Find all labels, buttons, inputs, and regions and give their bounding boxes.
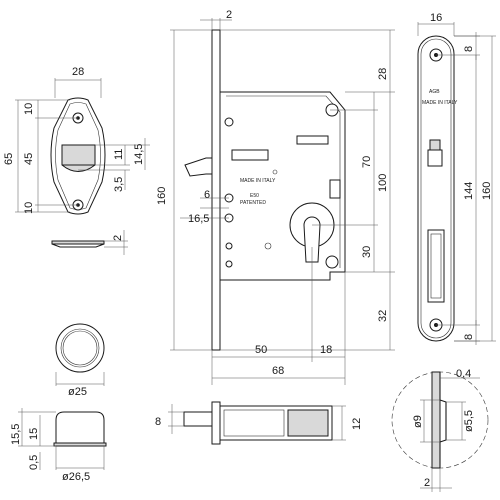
- plate-width-dim: 28: [72, 66, 84, 78]
- detail-diameter-dim: ø9: [412, 415, 424, 428]
- plate-slot-height-dim: 11: [113, 149, 125, 160]
- cap-base-dim: 0,5: [28, 455, 40, 470]
- faceplate-height-dim: 160: [481, 182, 493, 200]
- bolt-view: 8 12: [155, 401, 363, 445]
- faceplate-hole-bottom-dim: 8: [463, 334, 475, 340]
- cap-diameter-dim: ø26,5: [62, 471, 90, 483]
- faceplate-made-in-italy-mark: MADE IN ITALY: [422, 100, 458, 106]
- plate-slot-offset-dim: 3,5: [113, 177, 125, 192]
- bolt-height-left-dim: 8: [155, 416, 161, 428]
- cap-total-height-dim: 15,5: [10, 424, 22, 445]
- lock-spacing-30-dim: 30: [361, 246, 373, 258]
- lock-spacing-70-dim: 70: [361, 156, 373, 168]
- lock-width-18-dim: 18: [320, 344, 332, 356]
- faceplate-spacing-dim: 144: [463, 182, 475, 200]
- detail-view: 0,4 ø9 ø5,5 2: [391, 368, 489, 492]
- plate-top-edge-dim: 10: [23, 103, 35, 115]
- bolt-height-right-dim: 12: [351, 418, 363, 430]
- plate-thickness-dim: 2: [112, 235, 124, 241]
- faceplate-width-dim: 16: [430, 12, 442, 24]
- lock-plate-thickness-dim: 2: [226, 9, 232, 21]
- ring-view: ø25: [55, 323, 105, 398]
- lock-body-view: MADE IN ITALY E50 PATENTED 2 160 28 70 1…: [156, 9, 395, 385]
- lock-height-dim: 160: [156, 187, 168, 205]
- lock-width-68-dim: 68: [272, 365, 284, 377]
- faceplate-brand-mark: AGB: [429, 89, 440, 95]
- lock-e50-mark: E50: [250, 193, 259, 199]
- faceplate-view: AGB MADE IN ITALY 16 8 8 144 160: [417, 12, 496, 345]
- strike-plate-view: 28 65 10 45 10 11 14,5 3,5 2: [3, 66, 150, 255]
- plate-gap-dim: 45: [23, 153, 35, 165]
- ring-diameter-dim: ø25: [68, 386, 87, 398]
- lock-top-dim: 28: [377, 68, 389, 80]
- plate-slot-height2-dim: 14,5: [133, 144, 145, 165]
- faceplate-hole-top-dim: 8: [463, 46, 475, 52]
- plate-bottom-edge-dim: 10: [23, 202, 35, 214]
- detail-thickness-dim: 2: [424, 477, 430, 489]
- plate-height-dim: 65: [3, 153, 15, 165]
- lock-patented-mark: PATENTED: [240, 200, 266, 206]
- lock-bottom-dim: 32: [377, 310, 389, 322]
- detail-offset-dim: 0,4: [456, 368, 471, 380]
- detail-diameter-small-dim: ø5,5: [463, 410, 475, 432]
- cap-height-dim: 15: [28, 428, 40, 440]
- lock-spacing-100-dim: 100: [377, 174, 389, 192]
- cylinder-cap-view: 15,5 15 0,5 ø26,5: [10, 408, 107, 483]
- lock-backset-dim: 16,5: [188, 213, 209, 225]
- lock-made-in-italy-mark: MADE IN ITALY: [240, 178, 276, 184]
- lock-width-50-dim: 50: [255, 344, 267, 356]
- lock-bolt-dim: 6: [204, 189, 210, 201]
